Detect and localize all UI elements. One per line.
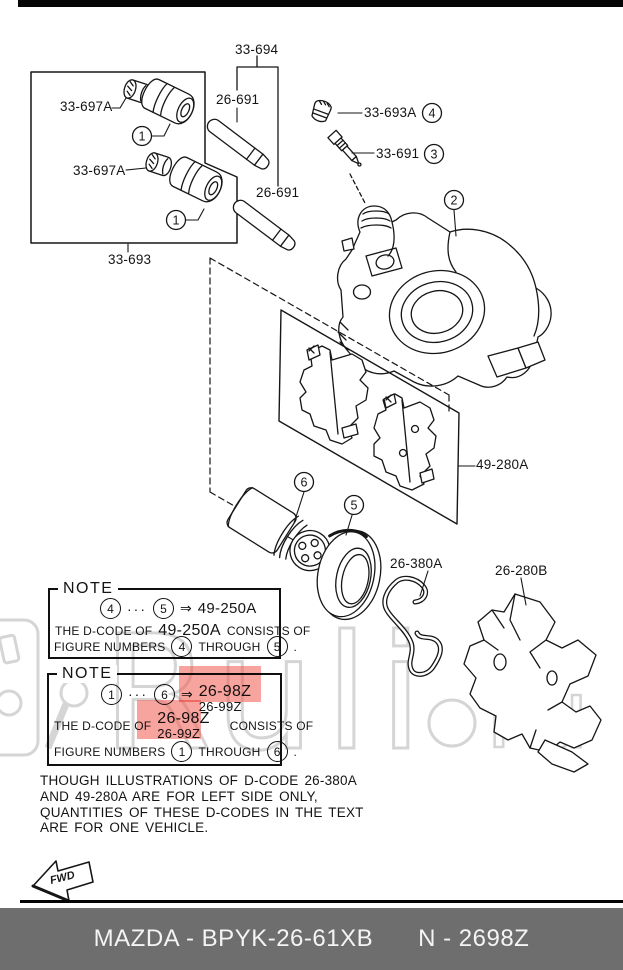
note2-title: NOTE	[57, 665, 118, 683]
disclaimer-line-4: ARE FOR ONE VEHICLE.	[40, 820, 209, 836]
callout-balloons: 1 1 2 3 4 5 6	[131, 102, 465, 516]
watermark-logo-frame	[0, 618, 40, 757]
piston-seal	[316, 528, 382, 621]
part-label-33-697a-lower: 33-697A	[73, 163, 126, 178]
brake-pad-left	[299, 344, 369, 445]
disclaimer-paragraph: THOUGH ILLUSTRATIONS OF D-CODE 26-380A A…	[40, 773, 364, 836]
fwd-label: FWD	[49, 869, 76, 887]
pad-set-box	[278, 309, 460, 525]
caliper-piston	[226, 486, 331, 572]
callout-2: 2	[451, 194, 458, 208]
note1-body-code: 49-250A	[158, 622, 221, 639]
callout-3: 3	[431, 148, 438, 162]
guide-pin-upper	[206, 118, 270, 170]
bleeder-cap	[311, 99, 332, 123]
guide-pin-boot-upper	[141, 78, 195, 125]
caliper-body	[336, 205, 552, 388]
note2-figures-from: 1	[171, 741, 193, 762]
part-label-33-694: 33-694	[235, 42, 279, 57]
watermark-dot	[427, 698, 477, 748]
note1-figures-row: FIGURE NUMBERS 4 THROUGH 5 .	[54, 636, 297, 657]
part-label-26-691-upper: 26-691	[216, 92, 260, 107]
brake-pad-right	[373, 393, 437, 491]
note1-range-row: 4 ··· 5 ⇒ 49-250A	[100, 598, 257, 619]
highlight-upper	[179, 666, 261, 702]
pad-retainer-spring	[382, 575, 443, 677]
guide-pin-boot-lower	[169, 156, 223, 203]
note1-figures-through: THROUGH	[198, 639, 261, 654]
note1-dots: ···	[127, 600, 147, 617]
callout-5: 5	[351, 499, 358, 513]
note2-figures-to: 6	[266, 741, 288, 762]
callout-1-lower: 1	[173, 214, 180, 228]
note1-figures-to: 5	[266, 636, 288, 657]
note2-body-suffix: CONSISTS OF	[229, 719, 314, 733]
note1-arrow: ⇒	[180, 600, 192, 616]
note2-period: .	[293, 744, 298, 759]
footer-divider-line	[20, 900, 623, 903]
note2-result-bottom: 26-99Z	[198, 699, 242, 714]
note1-body-row: THE D-CODE OF 49-250A CONSISTS OF	[55, 622, 310, 640]
part-label-33-691: 33-691	[376, 146, 420, 161]
note2-figures-prefix: FIGURE NUMBERS	[54, 744, 166, 759]
note-box-26-98z: NOTE 1 ··· 6 ⇒ 26-98Z 26-99Z THE D-CODE …	[47, 665, 313, 766]
leader-lines	[111, 97, 527, 606]
note1-result-code: 49-250A	[197, 600, 257, 617]
note2-figures-row: FIGURE NUMBERS 1 THROUGH 6 .	[54, 741, 297, 762]
scan-edge-strip	[18, 0, 623, 7]
note2-body-prefix: THE D-CODE OF	[54, 719, 152, 733]
note2-callout-from: 1	[101, 684, 122, 705]
part-label-49-280a: 49-280A	[476, 457, 529, 472]
bleeder-screw	[327, 129, 362, 167]
callout-6: 6	[301, 476, 308, 490]
callout-4: 4	[429, 107, 436, 121]
bushing-lower	[145, 152, 173, 177]
part-label-26-380a: 26-380A	[390, 556, 443, 571]
note1-title: NOTE	[58, 580, 119, 598]
note1-callout-to: 5	[153, 598, 174, 619]
part-label-26-691-lower: 26-691	[256, 185, 300, 200]
part-label-33-693: 33-693	[108, 252, 152, 267]
watermark-oilcan-icon	[0, 633, 21, 665]
callout-1-upper: 1	[139, 130, 146, 144]
mounting-bracket	[463, 593, 602, 773]
note1-body-suffix: CONSISTS OF	[226, 624, 311, 638]
kit-bracket-33-694	[236, 55, 279, 187]
note1-figures-from: 4	[171, 636, 193, 657]
watermark-logo-circle	[0, 689, 23, 717]
part-label-26-280b: 26-280B	[495, 563, 548, 578]
footer-brand-code: MAZDA - BPYK-26-61XB	[93, 925, 374, 952]
note1-body-prefix: THE D-CODE OF	[55, 624, 153, 638]
note2-figures-through: THROUGH	[198, 744, 261, 759]
note1-callout-from: 4	[100, 598, 121, 619]
note2-dots: ···	[128, 686, 148, 702]
footer-sheet-number: N - 2698Z	[418, 925, 530, 952]
part-label-33-693a: 33-693A	[364, 105, 417, 120]
fwd-arrow-icon: FWD	[31, 860, 94, 903]
guide-pin-lower	[232, 199, 296, 251]
disclaimer-line-2: AND 49-280A ARE FOR LEFT SIDE ONLY,	[40, 788, 318, 804]
kit-box-33-693	[30, 71, 238, 244]
note1-period: .	[293, 639, 298, 654]
assembly-dashed-line	[349, 173, 367, 206]
watermark-wrench-handle	[44, 702, 70, 750]
note-box-49-250a: NOTE 4 ··· 5 ⇒ 49-250A THE D-CODE OF 49-…	[48, 580, 310, 659]
disclaimer-line-1: THOUGH ILLUSTRATIONS OF D-CODE 26-380A	[40, 773, 357, 788]
disclaimer-line-3: QUANTITIES OF THESE D-CODES IN THE TEXT	[40, 804, 364, 820]
highlight-lower	[137, 700, 201, 739]
note1-figures-prefix: FIGURE NUMBERS	[54, 639, 166, 654]
footer-bar: MAZDA - BPYK-26-61XB N - 2698Z	[0, 908, 623, 970]
part-label-33-697a-upper: 33-697A	[60, 99, 113, 114]
